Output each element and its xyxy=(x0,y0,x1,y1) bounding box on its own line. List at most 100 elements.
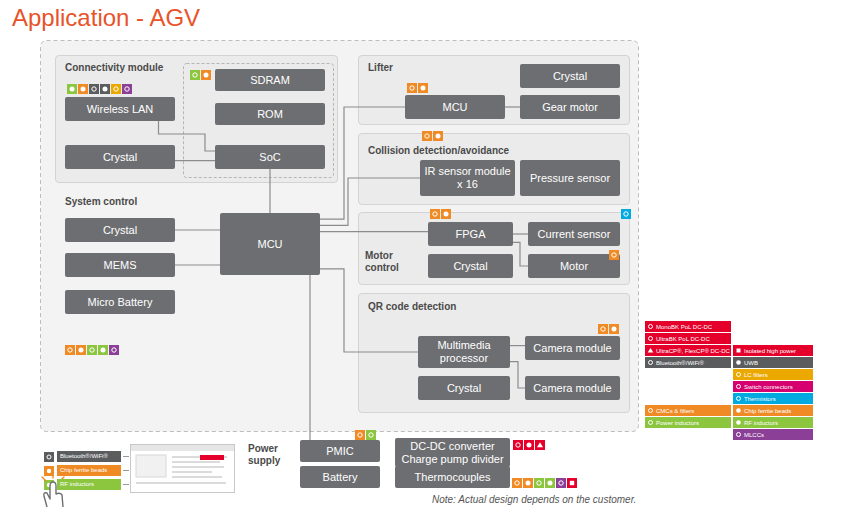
connector-line xyxy=(269,169,270,213)
box-label: IR sensor module x 16 xyxy=(424,165,511,190)
part-marker xyxy=(67,84,77,94)
ring-symbol xyxy=(425,134,429,138)
dot-symbol xyxy=(79,348,84,353)
ring-symbol xyxy=(515,481,519,485)
inset-tag: RF inductors xyxy=(57,479,121,490)
dot-symbol xyxy=(736,360,741,365)
panel-heading: QR code detection xyxy=(368,301,568,313)
component-box: SoC xyxy=(215,145,325,169)
inset-screenshot-accent xyxy=(200,455,224,460)
part-marker xyxy=(407,83,417,93)
connector-line xyxy=(175,160,215,161)
dot-symbol xyxy=(101,348,106,353)
ring-symbol xyxy=(410,86,414,90)
ring-symbol xyxy=(737,385,741,389)
box-label: Camera module xyxy=(533,382,611,395)
ring-symbol xyxy=(649,361,653,365)
legend-text: MonoBK PoL DC-DC xyxy=(656,324,712,330)
part-marker xyxy=(418,83,428,93)
box-label: Crystal xyxy=(453,260,487,273)
part-marker xyxy=(87,345,97,355)
box-label: MEMS xyxy=(104,259,137,272)
legend-symbol xyxy=(647,359,654,366)
ring-symbol xyxy=(193,73,197,77)
part-marker xyxy=(422,131,432,141)
box-label: PMIC xyxy=(326,445,354,458)
connector-line xyxy=(320,107,405,219)
leader-line xyxy=(123,457,129,485)
dot-symbol xyxy=(70,87,75,92)
box-label: MCU xyxy=(257,238,282,251)
inset-screenshot xyxy=(131,445,235,493)
part-marker xyxy=(122,84,132,94)
component-box: Multimedia processor xyxy=(418,336,510,368)
component-box: Camera module xyxy=(525,376,620,400)
dot-symbol xyxy=(436,134,441,139)
box-label: Battery xyxy=(323,471,358,484)
legend-swatch: Power inductors xyxy=(645,417,731,428)
component-box: Battery xyxy=(300,466,380,488)
inset-tag: Chip ferrite beads xyxy=(57,465,121,476)
group-heading: System control xyxy=(65,196,137,208)
component-box: ROM xyxy=(215,103,325,125)
component-box: DC-DC converter Charge pump divider xyxy=(395,438,510,467)
part-marker xyxy=(78,84,88,94)
ring-symbol xyxy=(90,348,94,352)
panel-heading: Power supply xyxy=(248,443,296,466)
connector-line xyxy=(175,264,220,265)
part-marker xyxy=(609,324,619,334)
inset-marker-symbol xyxy=(47,469,51,473)
component-box: Thermocouples xyxy=(395,466,510,488)
legend-text: RF inductors xyxy=(744,420,778,426)
connector-line xyxy=(505,106,520,107)
ring-symbol xyxy=(358,433,362,437)
legend-swatch: UltraCP®, FlexCP® DC-DC xyxy=(645,345,731,356)
box-label: DC-DC converter Charge pump divider xyxy=(399,440,506,465)
dot-symbol xyxy=(81,87,86,92)
component-box: Crystal xyxy=(520,64,620,88)
system-region xyxy=(41,41,639,432)
ring-symbol xyxy=(125,87,129,91)
box-label: Wireless LAN xyxy=(87,103,154,116)
component-box: Crystal xyxy=(418,376,510,400)
legend-symbol xyxy=(735,347,742,354)
part-marker xyxy=(523,478,533,488)
module-panel: Connectivity moduleWireless LANSDRAMROMC… xyxy=(55,55,338,183)
component-box: Crystal xyxy=(428,254,513,278)
ring-symbol xyxy=(516,443,520,447)
legend-symbol xyxy=(647,323,654,330)
part-marker xyxy=(556,478,566,488)
legend-symbol xyxy=(735,419,742,426)
part-marker xyxy=(524,440,534,450)
dot-symbol xyxy=(736,420,741,425)
part-marker xyxy=(621,209,631,219)
legend-swatch: CMCs & filters xyxy=(645,405,731,416)
ring-symbol xyxy=(92,87,96,91)
part-marker xyxy=(535,440,545,450)
connector-line xyxy=(510,362,525,388)
component-box: Wireless LAN xyxy=(65,97,175,121)
component-box: Current sensor xyxy=(528,222,620,246)
legend-text: UWB xyxy=(744,360,758,366)
legend-symbol xyxy=(647,419,654,426)
part-marker xyxy=(366,430,376,440)
component-box: MCU xyxy=(220,213,320,275)
ring-symbol xyxy=(601,327,605,331)
component-box: Micro Battery xyxy=(65,290,175,314)
part-marker xyxy=(567,478,577,488)
component-box: PMIC xyxy=(300,440,380,462)
dot-symbol xyxy=(103,87,108,92)
dot-symbol xyxy=(444,212,449,217)
box-label: Current sensor xyxy=(538,228,611,241)
legend-text: Isolated high power xyxy=(744,348,796,354)
ring-symbol xyxy=(737,397,741,401)
legend-swatch: Isolated high power xyxy=(733,345,813,356)
box-label: Camera module xyxy=(533,342,611,355)
part-marker xyxy=(89,84,99,94)
ring-symbol xyxy=(369,433,373,437)
square-symbol xyxy=(737,349,741,353)
panel-heading: Lifter xyxy=(368,62,468,74)
ring-symbol xyxy=(649,337,653,341)
